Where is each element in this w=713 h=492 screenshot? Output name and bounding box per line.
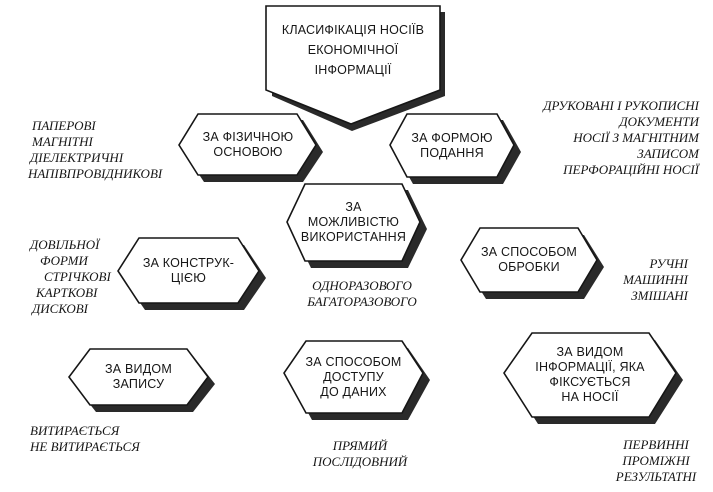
node-physical-line-2: ОСНОВОЮ: [213, 144, 283, 159]
node-usage-shape: [286, 183, 421, 262]
title-line-1: КЛАСИФІКАЦІЯ НОСІЇВ: [281, 23, 425, 37]
node-physical-line-1: ЗА ФІЗИЧНОЮ: [202, 129, 294, 144]
note-recording: ВИТИРАЄТЬСЯ НЕ ВИТИРАЄТЬСЯ: [30, 423, 140, 455]
note-item: ДРУКОВАНІ І РУКОПИСНІ: [543, 98, 699, 113]
node-physical-shape: [178, 113, 317, 176]
note-item: НЕ ВИТИРАЄТЬСЯ: [30, 439, 140, 454]
note-item: НАПІВПРОВІДНИКОВІ: [28, 166, 163, 181]
note-item: КАРТКОВІ: [36, 285, 98, 300]
note-item: ЗАПИСОМ: [637, 146, 699, 161]
note-item: БАГАТОРАЗОВОГО: [307, 294, 417, 309]
node-construction-line-1: ЗА КОНСТРУК-: [142, 255, 235, 270]
node-form-shape: [389, 113, 515, 178]
note-item: ПЕРВИННІ: [623, 437, 689, 452]
node-access-line-1: ЗА СПОСОБОМ: [305, 354, 402, 369]
node-processing-label: ЗА СПОСОБОМ ОБРОБКИ: [461, 228, 597, 292]
node-processing-line-2: ОБРОБКИ: [498, 260, 560, 274]
note-item: РУЧНІ: [649, 256, 688, 271]
note-item: РЕЗУЛЬТАТНІ: [615, 469, 697, 484]
node-processing-line-1: ЗА СПОСОБОМ: [481, 245, 577, 259]
note-item: ЗМІШАНІ: [631, 288, 688, 303]
note-item: ПРОМІЖНІ: [622, 453, 690, 468]
title-shape: [265, 5, 441, 125]
note-item: ДОВІЛЬНОЇ: [30, 237, 100, 252]
node-form-line-2: ПОДАННЯ: [420, 145, 484, 160]
note-usage: ОДНОРАЗОВОГО БАГАТОРАЗОВОГО: [292, 278, 432, 310]
node-access-label: ЗА СПОСОБОМ ДОСТУПУ ДО ДАНИХ: [284, 341, 423, 413]
note-item: ДОКУМЕНТИ: [619, 114, 699, 129]
node-access-shape: [283, 340, 424, 414]
node-usage-label: ЗА МОЖЛИВІСТЮ ВИКОРИСТАННЯ: [287, 184, 420, 261]
node-info-type-line-1: ЗА ВИДОМ: [556, 345, 624, 359]
note-form: ДРУКОВАНІ І РУКОПИСНІ ДОКУМЕНТИ НОСІЇ З …: [543, 98, 699, 178]
note-item: ФОРМИ: [40, 253, 88, 268]
note-item: ДИСКОВІ: [32, 301, 89, 316]
node-form-label: ЗА ФОРМОЮ ПОДАННЯ: [390, 114, 514, 177]
node-access-line-3: ДО ДАНИХ: [320, 384, 387, 399]
note-construction: ДОВІЛЬНОЇ ФОРМИ СТРІЧКОВІ КАРТКОВІ ДИСКО…: [30, 237, 111, 317]
note-item: НОСІЇ З МАГНІТНИМ: [573, 130, 699, 145]
note-processing: РУЧНІ МАШИННІ ЗМІШАНІ: [623, 256, 688, 304]
node-info-type-shape: [503, 332, 677, 418]
node-access-line-2: ДОСТУПУ: [323, 369, 384, 384]
note-item: ПОСЛІДОВНИЙ: [312, 454, 408, 469]
note-info-type: ПЕРВИННІ ПРОМІЖНІ РЕЗУЛЬТАТНІ: [608, 437, 704, 485]
node-processing-shape: [460, 227, 598, 293]
node-info-type-line-4: НА НОСІЇ: [561, 390, 619, 404]
diagram-title: КЛАСИФІКАЦІЯ НОСІЇВ ЕКОНОМІЧНОЇ ІНФОРМАЦ…: [266, 18, 440, 82]
node-form-line-1: ЗА ФОРМОЮ: [411, 130, 493, 145]
note-item: ПАПЕРОВІ: [32, 118, 96, 133]
title-line-3: ІНФОРМАЦІЇ: [314, 63, 392, 77]
note-access: ПРЯМИЙ ПОСЛІДОВНИЙ: [300, 438, 420, 470]
node-info-type-label: ЗА ВИДОМ ІНФОРМАЦІЇ, ЯКА ФІКСУЄТЬСЯ НА Н…: [504, 333, 676, 417]
node-physical-label: ЗА ФІЗИЧНОЮ ОСНОВОЮ: [180, 114, 316, 175]
node-construction-label: ЗА КОНСТРУК- ЦІЄЮ: [118, 238, 259, 303]
node-usage-line-1: ЗА: [345, 200, 362, 214]
note-item: ПРЯМИЙ: [332, 438, 388, 453]
node-recording-shape: [68, 348, 209, 406]
note-item: МАГНІТНІ: [32, 134, 93, 149]
note-item: СТРІЧКОВІ: [44, 269, 111, 284]
node-usage-line-3: ВИКОРИСТАННЯ: [300, 230, 407, 244]
note-physical: ПАПЕРОВІ МАГНІТНІ ДІЕЛЕКТРИЧНІ НАПІВПРОВ…: [28, 118, 162, 182]
node-recording-label: ЗА ВИДОМ ЗАПИСУ: [69, 349, 208, 405]
node-info-type-line-3: ФІКСУЄТЬСЯ: [549, 375, 631, 389]
node-info-type-line-2: ІНФОРМАЦІЇ, ЯКА: [535, 360, 645, 374]
node-recording-line-1: ЗА ВИДОМ: [105, 362, 172, 376]
note-item: ДІЕЛЕКТРИЧНІ: [30, 150, 124, 165]
note-item: МАШИННІ: [623, 272, 688, 287]
title-line-2: ЕКОНОМІЧНОЇ: [307, 43, 399, 57]
note-item: ВИТИРАЄТЬСЯ: [30, 423, 120, 438]
note-item: ОДНОРАЗОВОГО: [312, 278, 412, 293]
node-recording-line-2: ЗАПИСУ: [112, 377, 165, 391]
note-item: ПЕРФОРАЦІЙНІ НОСІЇ: [563, 162, 699, 177]
node-construction-line-2: ЦІЄЮ: [170, 270, 207, 285]
node-usage-line-2: МОЖЛИВІСТЮ: [307, 215, 400, 229]
node-construction-shape: [117, 237, 260, 304]
